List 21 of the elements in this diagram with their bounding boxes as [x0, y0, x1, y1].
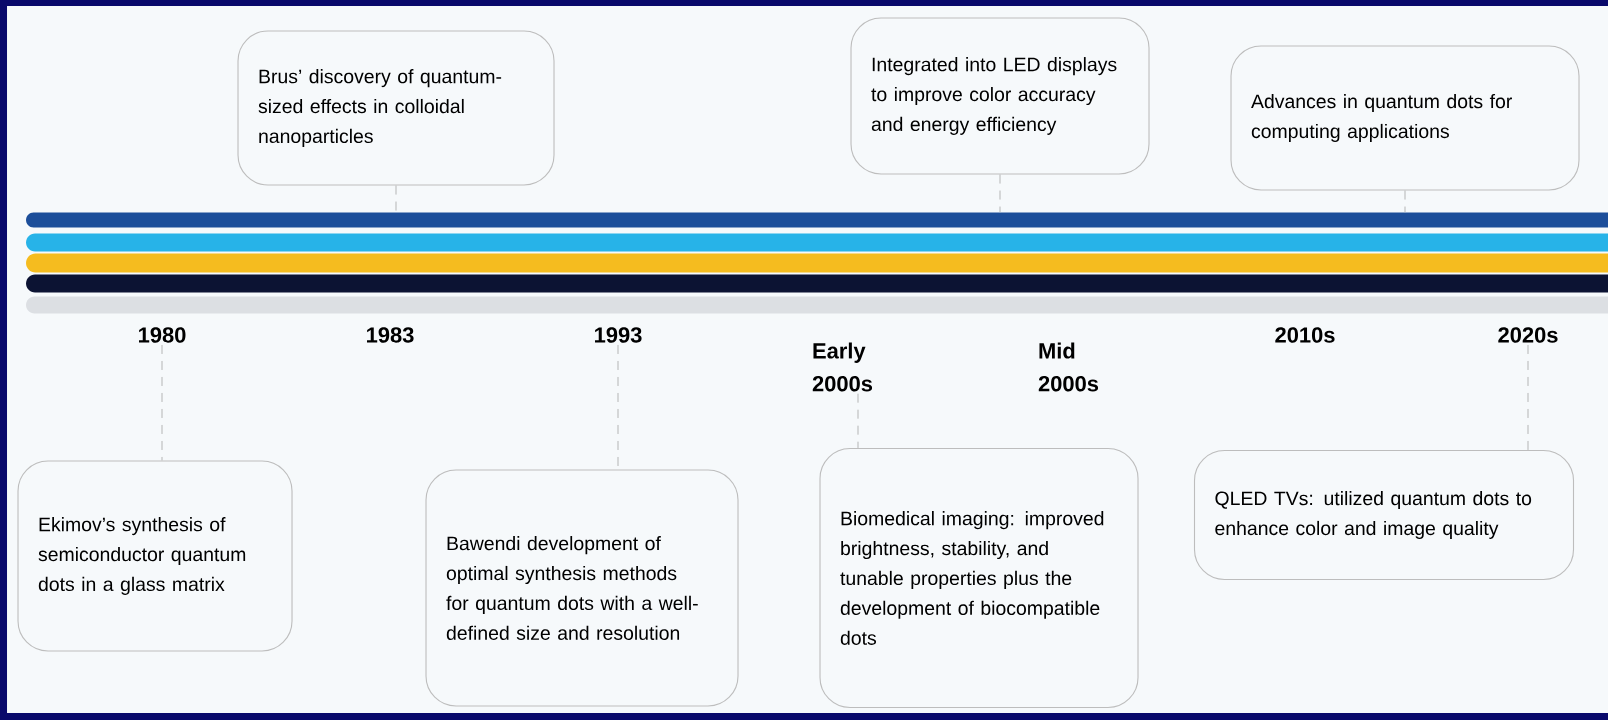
event-box: Advances in quantum dots for computing applications: [1230, 45, 1580, 191]
dashed-connector: [999, 174, 1001, 213]
year-label: 2010s: [1275, 327, 1335, 343]
year-label: Mid 2000s: [1038, 342, 1099, 392]
event-box: Biomedical imaging: improved brightness, stability, and tunable properties plus the development of biocompatible dots: [819, 447, 1139, 709]
event-box: Ekimov’s synthesis of semiconductor quantum dots in a glass matrix: [17, 460, 293, 652]
event-box: QLED TVs: utilized quantum dots to enhance color and image quality: [1193, 449, 1575, 581]
year-label: Early 2000s: [812, 342, 873, 392]
year-label: 1993: [595, 327, 642, 343]
year-label: 1980: [139, 327, 186, 343]
event-box: Bawendi development of optimal synthesis methods for quantum dots with a well-defined size and resolution: [425, 469, 739, 707]
dashed-connector: [161, 344, 163, 461]
timeline-bar-drawing: [26, 212, 1608, 314]
event-box: Brus’ discovery of quantum-sized effects in colloidal nanoparticles: [237, 30, 555, 186]
year-label: 2020s: [1498, 327, 1558, 343]
dashed-connector: [1527, 344, 1529, 451]
year-label: 1983: [367, 327, 414, 343]
dashed-connector: [395, 185, 397, 213]
dashed-connector: [1404, 190, 1406, 213]
dashed-connector: [857, 393, 859, 449]
event-box: Integrated into LED displays to improve color accuracy and energy efficiency: [850, 17, 1150, 175]
